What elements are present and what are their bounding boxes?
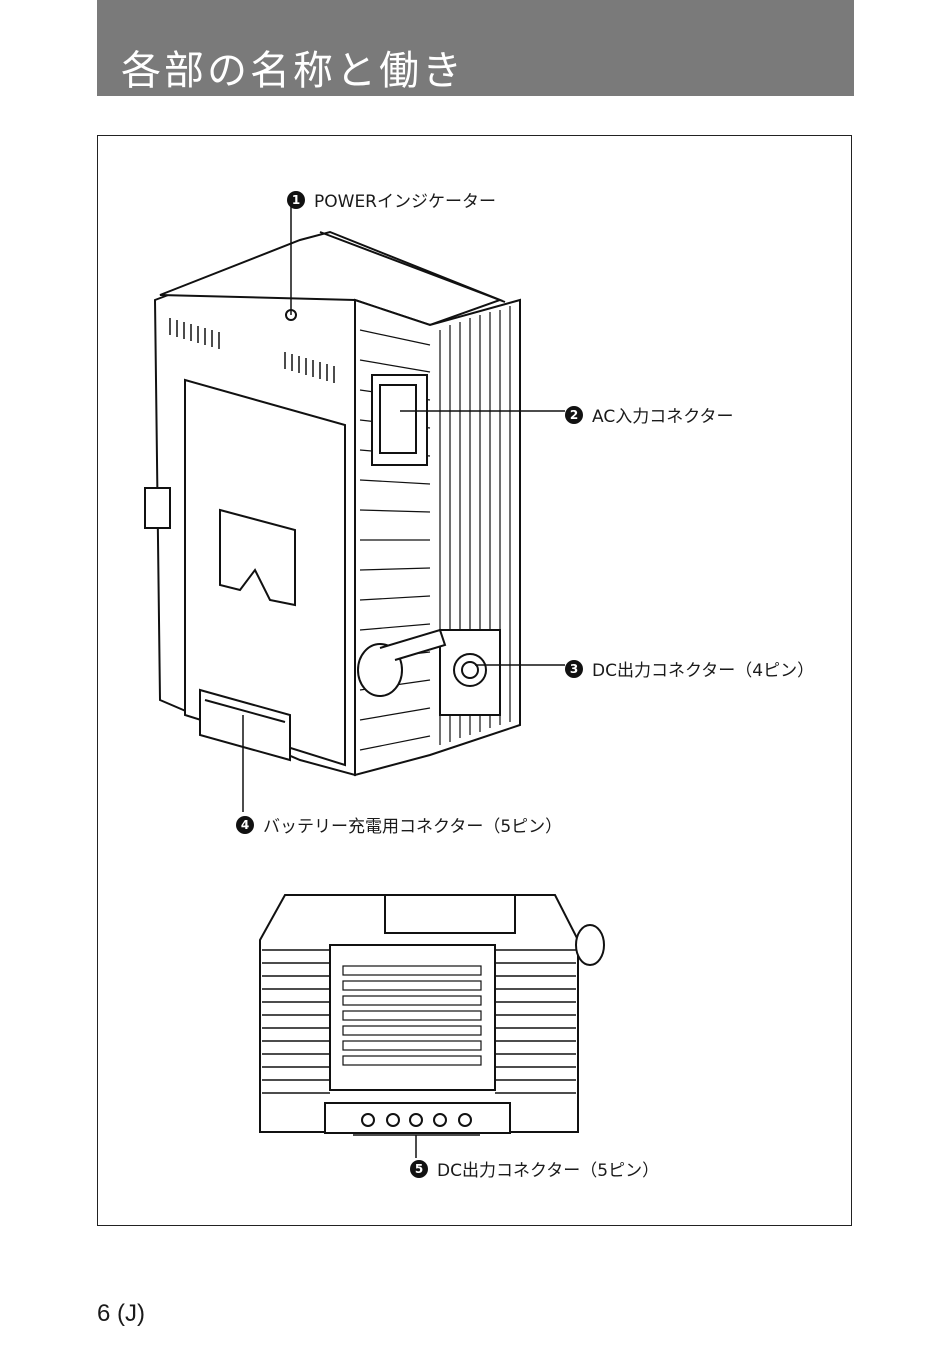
callout-label: バッテリー充電用コネクター（5ピン） (263, 817, 563, 837)
callout-label: DC出力コネクター（5ピン） (437, 1161, 660, 1181)
callout-dc-output-5pin: 5 DC出力コネクター（5ピン） (410, 1156, 659, 1181)
callout-ac-input: 2 AC入力コネクター (565, 402, 734, 427)
callout-power-indicator: 1 POWERインジケーター (287, 187, 496, 212)
callout-battery-charge-connector: 4 バッテリー充電用コネクター（5ピン） (236, 812, 562, 837)
page-number: 6 (J) (97, 1300, 145, 1327)
callout-label: DC出力コネクター（4ピン） (592, 661, 815, 681)
figure-frame (97, 135, 852, 1226)
callout-number: 1 (287, 190, 305, 209)
section-title-bar: 各部の名称と働き (97, 0, 854, 96)
callout-dc-output-4pin: 3 DC出力コネクター（4ピン） (565, 656, 814, 681)
callout-number: 5 (410, 1159, 428, 1178)
page-title: 各部の名称と働き (121, 48, 465, 94)
callout-number: 2 (565, 405, 583, 424)
callout-number: 4 (236, 815, 254, 834)
callout-label: AC入力コネクター (592, 407, 734, 427)
callout-number: 3 (565, 659, 583, 678)
callout-label: POWERインジケーター (314, 192, 496, 212)
